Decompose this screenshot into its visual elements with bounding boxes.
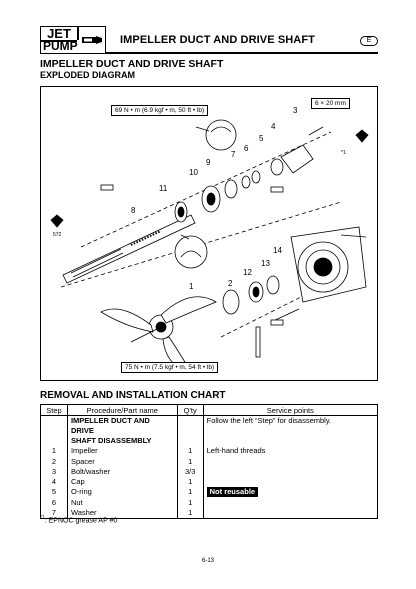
table-row: 7 Washer 1 xyxy=(40,508,379,520)
table-row: 6 Nut 1 xyxy=(40,497,379,509)
badge-divider xyxy=(41,40,77,42)
table-row: 1 Impeller 1 Left-hand threads xyxy=(40,446,379,457)
torque-callout-top: 69 N • m (6.9 kgf • m, 50 ft • lb) xyxy=(111,105,209,116)
part-name-cell: IMPELLER DUCT AND DRIVE xyxy=(66,415,178,436)
language-badge: E xyxy=(360,36,378,46)
torque-callout-bottom: 75 N • m (7.5 kgf • m, 54 ft • lb) xyxy=(121,362,219,373)
table-row: 5 O-ring 1 Not reusable xyxy=(40,487,379,498)
step-cell: 2 xyxy=(40,456,68,467)
footnote: *1: EPNOC grease AP #0 xyxy=(40,515,117,524)
badge-divider xyxy=(77,27,79,40)
pump-label: PUMP xyxy=(43,39,78,53)
part-number-13: 13 xyxy=(261,259,270,268)
header-rule xyxy=(106,52,378,54)
jet-pump-icon xyxy=(82,36,102,44)
step-cell: 4 xyxy=(40,477,68,488)
table-row: IMPELLER DUCT AND DRIVE Follow the left … xyxy=(40,415,379,436)
impeller xyxy=(100,296,217,373)
part-number-9: 9 xyxy=(206,158,211,167)
page-number: 6-13 xyxy=(201,558,214,564)
footnote-text: : EPNOC grease AP #0 xyxy=(44,517,118,525)
chart-title: REMOVAL AND INSTALLATION CHART xyxy=(40,390,226,401)
jet-label: JET xyxy=(47,26,71,41)
step-cell: 1 xyxy=(40,446,68,457)
not-reusable-badge: Not reusable xyxy=(206,487,259,498)
part-number-1: 1 xyxy=(189,282,194,291)
qty-cell: 3/3 xyxy=(176,466,204,478)
part-number-3: 3 xyxy=(293,106,298,115)
table-header-row: Step Procedure/Part name Q'ty Service po… xyxy=(40,404,379,416)
part-number-14: 14 xyxy=(273,246,282,255)
bolt-size-callout: 6 × 20 mm xyxy=(311,98,350,109)
service-point-cell xyxy=(202,508,379,520)
part-name-cell: Cap xyxy=(66,477,178,488)
step-cell: 7 xyxy=(40,508,68,520)
part-number-2: 2 xyxy=(228,279,233,288)
part-name-cell: Nut xyxy=(66,497,178,509)
step-cell: 5 xyxy=(40,487,68,498)
service-point-cell xyxy=(202,477,379,488)
service-point-cell: Not reusable xyxy=(202,487,379,498)
grease-mark: *1 xyxy=(341,150,346,156)
table-row: 2 Spacer 1 xyxy=(40,456,379,467)
part-number-11: 11 xyxy=(159,184,168,193)
removal-installation-table: Step Procedure/Part name Q'ty Service po… xyxy=(40,404,379,520)
qty-cell: 1 xyxy=(176,487,204,498)
part-name-cell: O-ring xyxy=(66,487,178,498)
table-row: 4 Cap 1 xyxy=(40,477,379,488)
footnote-mark: *1 xyxy=(40,515,45,521)
exploded-diagram: 69 N • m (6.9 kgf • m, 50 ft • lb) 6 × 2… xyxy=(40,86,378,381)
part-name-cell: Impeller xyxy=(66,446,178,457)
column-header: Q'ty xyxy=(176,404,204,416)
step-cell: 6 xyxy=(40,497,68,509)
part-number-6: 6 xyxy=(244,144,249,153)
service-point-cell xyxy=(202,497,379,509)
part-name-cell: SHAFT DISASSEMBLY xyxy=(66,436,178,447)
part-name-cell: Spacer xyxy=(66,456,178,467)
jet-pump-badge: JET PUMP xyxy=(40,26,106,54)
drive-shaft xyxy=(62,214,196,284)
service-point-cell xyxy=(202,456,379,467)
part-number-4: 4 xyxy=(271,122,276,131)
header-title: IMPELLER DUCT AND DRIVE SHAFT xyxy=(120,34,315,46)
step-cell xyxy=(40,415,68,436)
part-name-cell: Bolt/washer xyxy=(66,466,178,478)
column-header: Step xyxy=(40,404,68,416)
service-point-cell: Left-hand threads xyxy=(202,446,379,457)
section-subtitle: EXPLODED DIAGRAM xyxy=(40,70,136,80)
section-title: IMPELLER DUCT AND DRIVE SHAFT xyxy=(40,58,224,70)
qty-cell: 1 xyxy=(176,456,204,467)
exploded-diagram-drawing xyxy=(50,119,369,373)
table-row: SHAFT DISASSEMBLY xyxy=(40,436,379,447)
service-point-cell: Follow the left “Step” for disassembly. xyxy=(202,415,379,436)
part-number-10: 10 xyxy=(189,168,198,177)
qty-cell: 1 xyxy=(176,477,204,488)
qty-cell: 1 xyxy=(176,508,204,520)
qty-cell: 1 xyxy=(176,446,204,457)
part-number-5: 5 xyxy=(259,134,264,143)
impeller-duct xyxy=(290,226,367,303)
service-point-cell xyxy=(202,436,379,447)
part-number-8: 8 xyxy=(131,206,136,215)
table-row: 3 Bolt/washer 3/3 xyxy=(40,466,379,478)
qty-cell xyxy=(176,436,204,447)
page-header: JET PUMP IMPELLER DUCT AND DRIVE SHAFT E xyxy=(40,26,378,54)
step-cell: 3 xyxy=(40,466,68,478)
service-point-cell xyxy=(202,466,379,478)
qty-cell: 1 xyxy=(176,497,204,509)
qty-cell xyxy=(176,415,204,436)
step-cell xyxy=(40,436,68,447)
part-number-12: 12 xyxy=(243,268,252,277)
column-header: Procedure/Part name xyxy=(66,404,178,416)
part-number-7: 7 xyxy=(231,150,236,159)
column-header: Service points xyxy=(202,404,379,416)
grease-code: 572 xyxy=(53,232,62,238)
